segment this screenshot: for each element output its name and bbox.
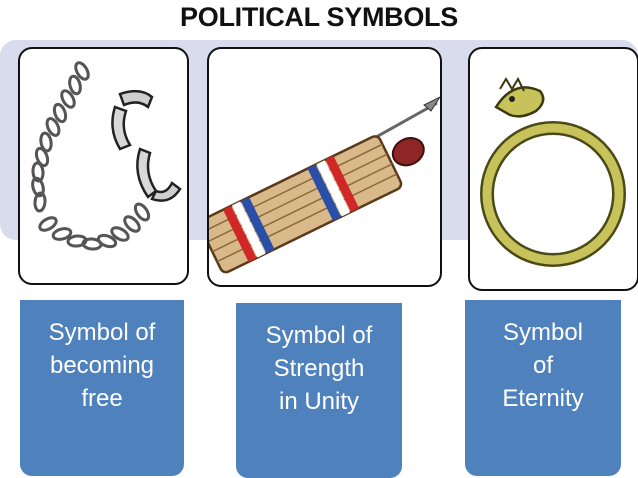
symbol-image-frame [18,47,189,285]
symbol-label-line: Strength [273,355,365,382]
page-title: POLITICAL SYMBOLS [180,2,458,32]
fasces-bundle-icon [209,96,440,274]
symbol-label-line: Symbol of [48,319,156,346]
symbol-image-frame [468,47,638,291]
symbol-label-line: Symbol [502,319,584,346]
symbol-image-frame [207,47,442,287]
symbol-label-line: in Unity [278,388,360,415]
symbol-label-line: of [532,352,553,379]
symbol-label-box: Symbol of Strength in Unity [236,303,402,478]
broken-chain-icon [31,61,182,251]
symbol-label-box: Symbol of becoming free [20,300,184,476]
symbol-label-line: Eternity [502,385,584,412]
ouroboros-serpent-icon [480,76,626,267]
symbol-label-line: Symbol of [265,322,373,349]
symbol-label-box: Symbol of Eternity [465,300,621,476]
symbol-label-line: becoming [49,352,155,379]
symbol-label-line: free [81,385,123,412]
